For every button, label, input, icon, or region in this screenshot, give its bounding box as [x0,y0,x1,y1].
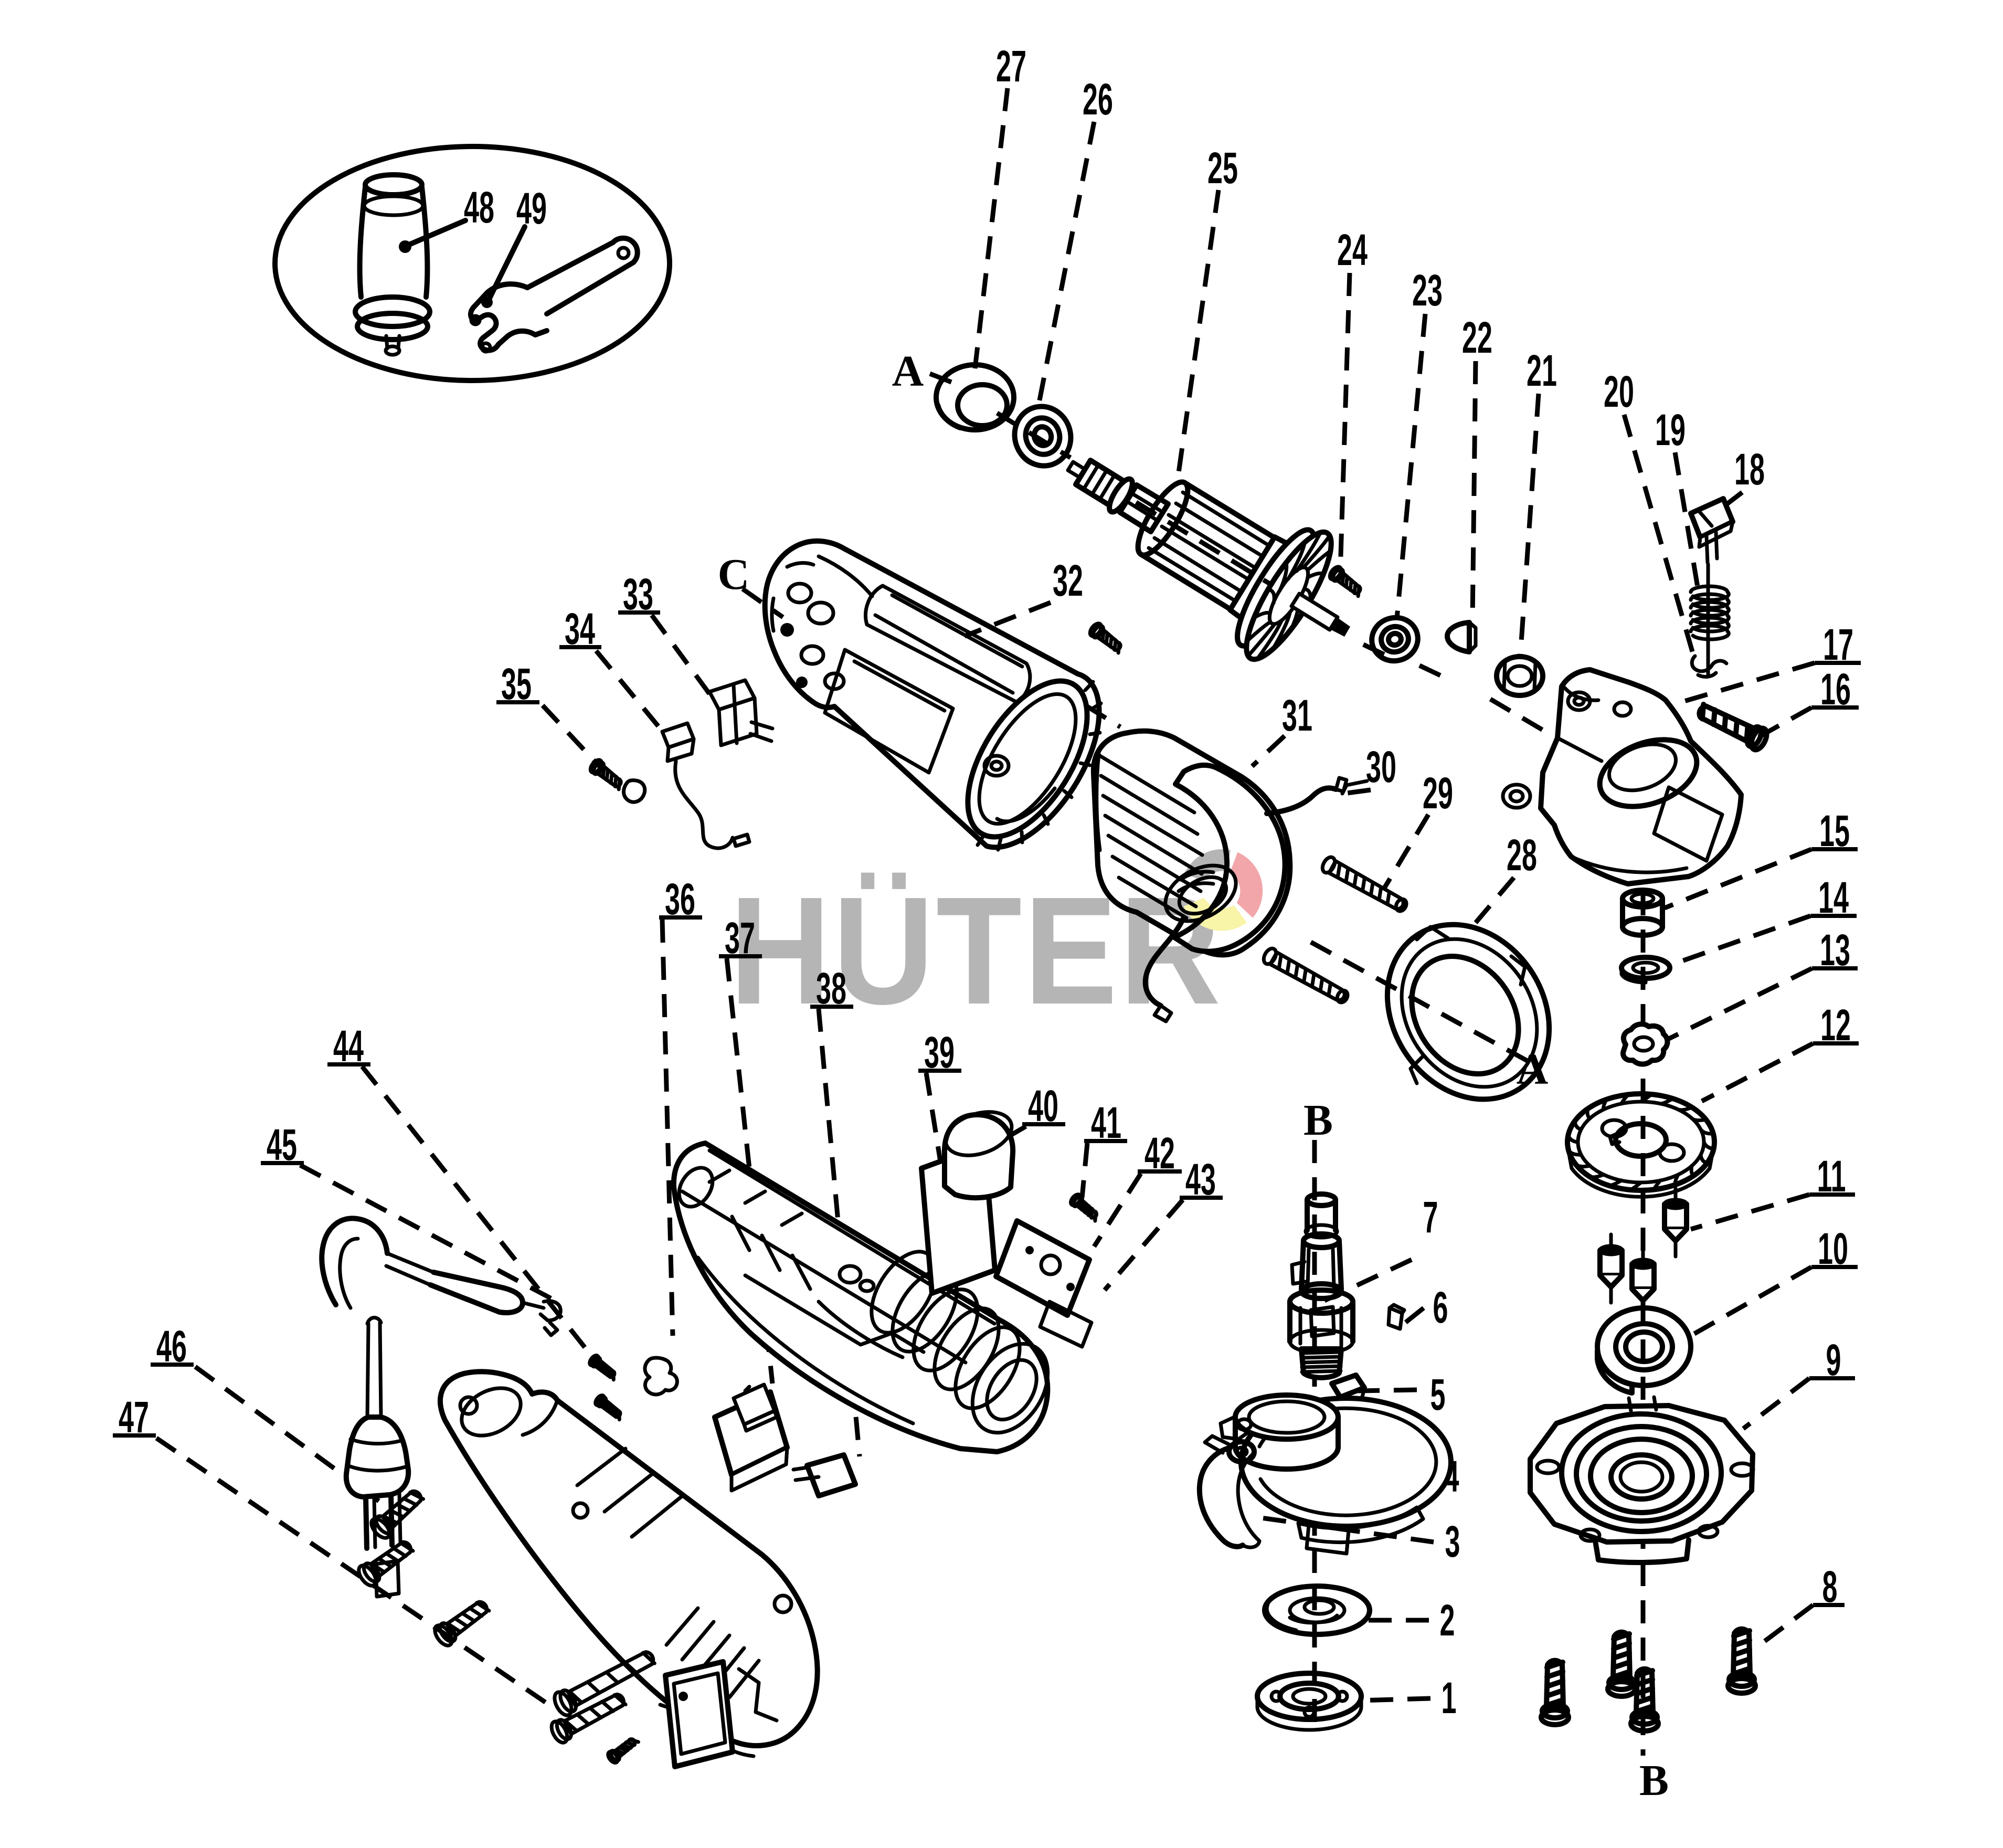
svg-text:1: 1 [1442,1673,1457,1723]
svg-text:20: 20 [1604,367,1634,416]
svg-text:22: 22 [1462,313,1492,362]
svg-text:48: 48 [464,183,494,232]
svg-text:49: 49 [516,184,547,233]
svg-text:HÜTER: HÜTER [729,865,1223,1036]
svg-text:18: 18 [1734,445,1765,494]
svg-text:3: 3 [1445,1517,1460,1566]
svg-text:29: 29 [1423,768,1453,818]
svg-text:21: 21 [1527,346,1557,395]
svg-text:31: 31 [1282,691,1312,740]
svg-text:25: 25 [1207,143,1238,193]
svg-text:27: 27 [996,41,1026,91]
svg-text:6: 6 [1433,1283,1448,1332]
svg-text:7: 7 [1423,1192,1438,1242]
svg-text:B: B [1639,1756,1669,1805]
svg-text:5: 5 [1430,1370,1446,1419]
svg-text:A: A [892,347,924,396]
svg-text:28: 28 [1507,830,1537,880]
svg-text:2: 2 [1440,1596,1455,1645]
svg-text:26: 26 [1083,75,1113,124]
svg-text:B: B [1303,1096,1333,1145]
svg-text:19: 19 [1655,405,1686,455]
svg-text:24: 24 [1337,225,1368,274]
svg-text:23: 23 [1412,266,1443,315]
svg-text:30: 30 [1366,742,1396,791]
svg-text:32: 32 [1053,556,1083,605]
